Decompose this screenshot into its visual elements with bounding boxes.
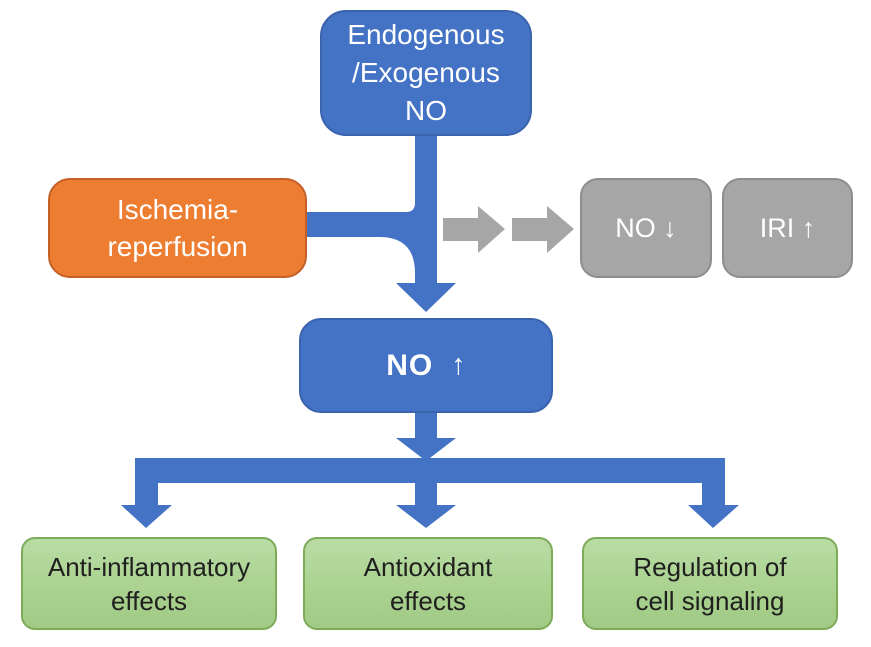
node-iri-increase: IRI ↑ xyxy=(722,178,853,278)
node-no-decrease-label: NO ↓ xyxy=(615,212,677,243)
node-antioxidant-effects: Antioxidant effects xyxy=(303,537,553,630)
node-regulation-cell-signaling: Regulation of cell signaling xyxy=(582,537,838,630)
node-antioxidant-label: Antioxidant effects xyxy=(363,551,493,616)
gray-right-arrow-2-icon xyxy=(512,206,574,253)
node-no-decrease: NO ↓ xyxy=(580,178,712,278)
node-no-increase-label: NO xyxy=(386,348,434,382)
up-arrow-icon: ↑ xyxy=(451,349,466,381)
no-up-down-arrow-icon xyxy=(396,413,456,461)
node-anti-inflammatory-effects: Anti-inflammatory effects xyxy=(21,537,277,630)
three-way-branch-arrow-icon xyxy=(121,458,739,528)
node-ischemia-label: Ischemia- reperfusion xyxy=(107,194,248,262)
merge-down-arrow-icon xyxy=(305,136,456,312)
node-ischemia-reperfusion: Ischemia- reperfusion xyxy=(48,178,307,278)
node-no-increase: NO ↑ xyxy=(299,318,553,413)
node-iri-increase-label: IRI ↑ xyxy=(759,212,816,243)
node-endogenous-exogenous-no: Endogenous /Exogenous NO xyxy=(320,10,532,136)
node-regulation-label: Regulation of cell signaling xyxy=(633,551,787,616)
node-anti-inflammatory-label: Anti-inflammatory effects xyxy=(47,551,251,616)
gray-right-arrow-1-icon xyxy=(443,206,505,253)
node-endogenous-label: Endogenous /Exogenous NO xyxy=(347,19,505,126)
